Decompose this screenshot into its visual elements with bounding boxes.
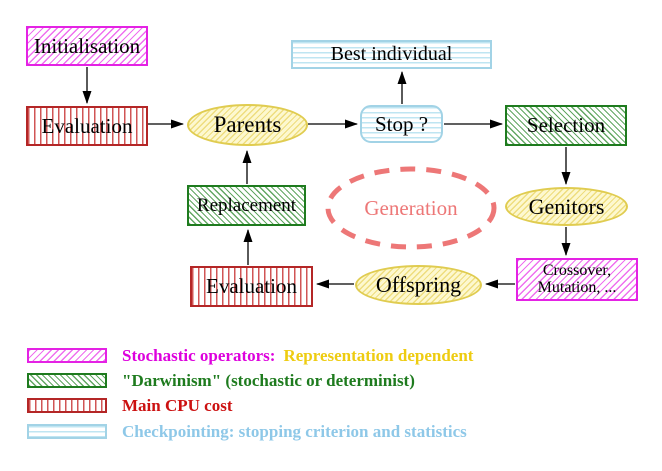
legend-label-main-cpu-cost: Main CPU cost — [122, 395, 233, 415]
legend-row-main-cpu-cost: Main CPU cost — [27, 395, 233, 415]
generation-label: Generation — [364, 195, 458, 220]
node-crossover-mutation: Crossover, Mutation, ... — [516, 258, 638, 301]
node-offspring: Offspring — [355, 265, 482, 305]
legend-label-representation-dependent: Representation dependent — [283, 345, 474, 365]
generation-dashed-ellipse — [325, 166, 497, 250]
legend-swatch-cyan-stripes — [27, 424, 107, 439]
node-stop: Stop ? — [360, 105, 443, 143]
node-best-individual: Best individual — [291, 40, 492, 69]
crossover-label: Crossover, Mutation, ... — [537, 261, 617, 297]
node-evaluation-top: Evaluation — [26, 106, 148, 146]
legend-row-darwinism: "Darwinism" (stochastic or determinist) — [27, 370, 415, 390]
node-genitors: Genitors — [505, 187, 628, 226]
legend-swatch-green-hatch — [27, 373, 107, 388]
legend-label-stochastic-operators: Stochastic operators: — [122, 345, 276, 365]
legend-label-checkpointing: Checkpointing: stopping criterion and st… — [122, 421, 467, 441]
crossover-line2: Mutation, ... — [537, 278, 617, 296]
node-initialisation: Initialisation — [26, 26, 148, 66]
node-replacement: Replacement — [187, 185, 306, 226]
legend-swatch-magenta-hatch — [27, 348, 107, 363]
node-evaluation-bottom: Evaluation — [190, 266, 313, 307]
node-parents: Parents — [187, 104, 308, 146]
legend-row-stochastic-operators: Stochastic operators: Representation dep… — [27, 345, 474, 365]
legend-row-checkpointing: Checkpointing: stopping criterion and st… — [27, 421, 467, 441]
legend-swatch-red-stripes — [27, 398, 107, 413]
node-selection: Selection — [505, 105, 627, 146]
legend-label-darwinism: "Darwinism" (stochastic or determinist) — [122, 370, 415, 390]
crossover-line1: Crossover, — [542, 261, 612, 279]
